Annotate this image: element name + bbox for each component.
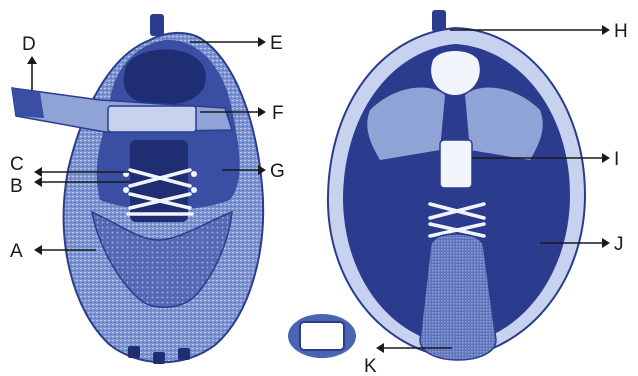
left-heel-tab [150, 14, 164, 36]
left-collar-opening [124, 49, 206, 105]
label-g: G [270, 161, 285, 182]
label-k: K [364, 356, 377, 376]
label-f: F [272, 103, 284, 124]
right-shoe-inside-view [328, 10, 585, 360]
inset-rectangle-icon [300, 322, 344, 350]
left-shoe-top-view [12, 14, 263, 364]
label-i: I [614, 149, 619, 170]
label-j: J [614, 234, 624, 255]
label-d: D [22, 34, 36, 55]
label-h: H [614, 21, 628, 42]
label-e: E [270, 33, 283, 54]
right-tongue-top [440, 140, 472, 188]
left-strap-end [12, 88, 44, 118]
label-c: C [10, 154, 24, 175]
left-tongue [130, 140, 188, 222]
label-a: A [10, 241, 23, 262]
label-b: B [10, 176, 23, 197]
left-strap-buckle [108, 106, 196, 132]
right-insole [420, 234, 496, 360]
inset-detail [288, 314, 356, 358]
